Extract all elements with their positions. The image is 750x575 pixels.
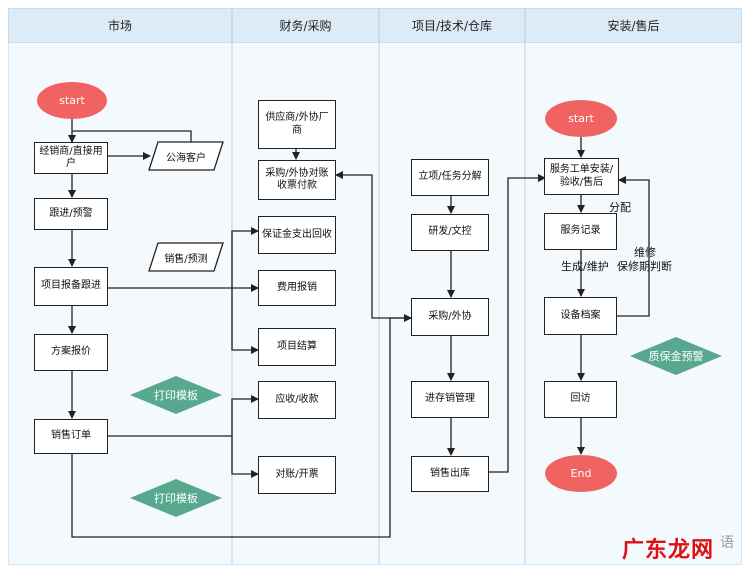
node-revisit: 回访 [544, 381, 617, 418]
watermark-suffix: 语 [720, 535, 734, 551]
node-task-split: 立项/任务分解 [411, 159, 489, 196]
lane-header-project: 项目/技术/仓库 [379, 8, 525, 43]
node-purchase-reconcile: 采购/外协对账收票付款 [258, 160, 336, 200]
start-terminal-service: start [545, 100, 617, 137]
node-inventory: 进存销管理 [411, 381, 489, 418]
node-deposit: 保证金支出回收 [258, 216, 336, 254]
node-outbound: 销售出库 [411, 456, 489, 492]
node-quote: 方案报价 [34, 334, 108, 371]
parallelogram-sales-forecast: 销售/预测 [148, 242, 224, 272]
print-template-1-label: 打印模板 [154, 389, 198, 402]
sales-forecast-label: 销售/预测 [164, 253, 208, 265]
node-rd: 研发/文控 [411, 214, 489, 251]
parallelogram-public-customer: 公海客户 [148, 141, 224, 171]
node-follow-up: 跟进/预警 [34, 198, 108, 230]
lane-header-finance: 财务/采购 [232, 8, 379, 43]
print-template-2-label: 打印模板 [154, 492, 198, 505]
watermark-brand: 广东龙网 [622, 538, 715, 563]
node-distributor: 经销商/直接用户 [34, 142, 108, 174]
node-settlement: 项目结算 [258, 328, 336, 366]
node-invoice: 对账/开票 [258, 456, 336, 494]
node-sales-order: 销售订单 [34, 419, 108, 454]
warranty-alert-label: 质保金预警 [648, 350, 704, 363]
node-device-archive: 设备档案 [544, 297, 617, 335]
node-purchase: 采购/外协 [411, 298, 489, 336]
start-terminal-market: start [37, 82, 107, 119]
lane-header-service: 安装/售后 [525, 8, 742, 43]
node-project-report: 项目报备跟进 [34, 267, 108, 306]
diamond-warranty-alert: 质保金预警 [630, 337, 722, 375]
label-generate: 生成/维护 [561, 260, 609, 273]
node-service-record: 服务记录 [544, 213, 617, 250]
node-receivable: 应收/收款 [258, 381, 336, 419]
lane-header-market: 市场 [8, 8, 232, 43]
label-repair: 维修 [634, 246, 656, 259]
label-warranty: 保修期判断 [617, 260, 672, 273]
label-assign: 分配 [609, 201, 631, 214]
node-expense: 费用报销 [258, 270, 336, 306]
diamond-print-template-1: 打印模板 [130, 376, 222, 414]
end-terminal: End [545, 455, 617, 492]
diamond-print-template-2: 打印模板 [130, 479, 222, 517]
node-supplier: 供应商/外协厂商 [258, 100, 336, 149]
public-customer-label: 公海客户 [166, 152, 206, 164]
node-work-order: 服务工单安装/验收/售后 [544, 158, 619, 195]
